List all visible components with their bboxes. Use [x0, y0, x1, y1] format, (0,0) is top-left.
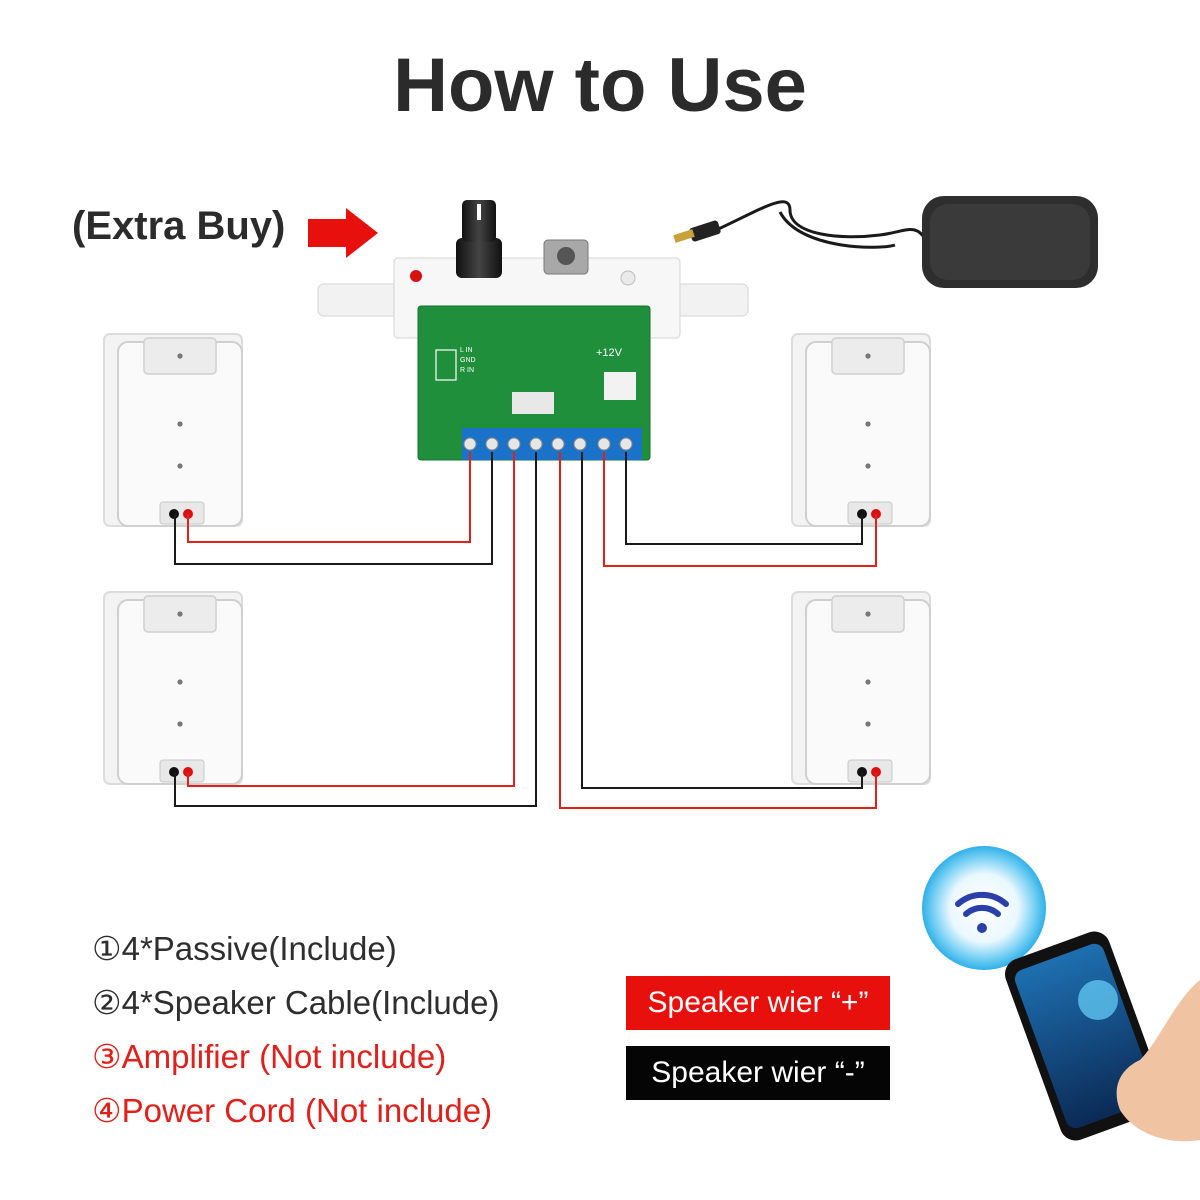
input-label-l: L IN — [460, 347, 473, 354]
extra-buy-label: (Extra Buy) — [72, 204, 286, 248]
wire-key-positive: Speaker wier “+” — [626, 976, 890, 1030]
legend-item-passive: ①4*Passive(Include) — [92, 930, 397, 967]
hand-icon — [1116, 980, 1200, 1142]
volume-knob-icon — [456, 200, 502, 278]
speaker-wires — [174, 452, 877, 809]
speaker-top-right — [791, 333, 931, 527]
power-adapter-icon — [673, 196, 1098, 288]
speaker-bottom-left — [103, 591, 243, 785]
component-legend: ①4*Passive(Include) ②4*Speaker Cable(Inc… — [92, 922, 499, 1138]
legend-item-power-cord: ④Power Cord (Not include) — [92, 1092, 493, 1129]
page-title: How to Use — [393, 43, 807, 128]
arrow-right-icon — [308, 208, 378, 258]
wifi-icon — [955, 891, 1009, 933]
speaker-bottom-right — [791, 591, 931, 785]
wire-key-negative: Speaker wier “-” — [626, 1046, 890, 1100]
legend-item-amplifier: ③Amplifier (Not include) — [92, 1038, 447, 1075]
input-label-gnd: GND — [460, 357, 476, 364]
input-label-r: R IN — [460, 367, 474, 374]
speaker-top-left — [103, 333, 243, 527]
legend-item-cable: ②4*Speaker Cable(Include) — [92, 984, 500, 1021]
amplifier-module: +12V L IN GND R IN — [317, 200, 749, 461]
voltage-label: +12V — [596, 347, 623, 359]
